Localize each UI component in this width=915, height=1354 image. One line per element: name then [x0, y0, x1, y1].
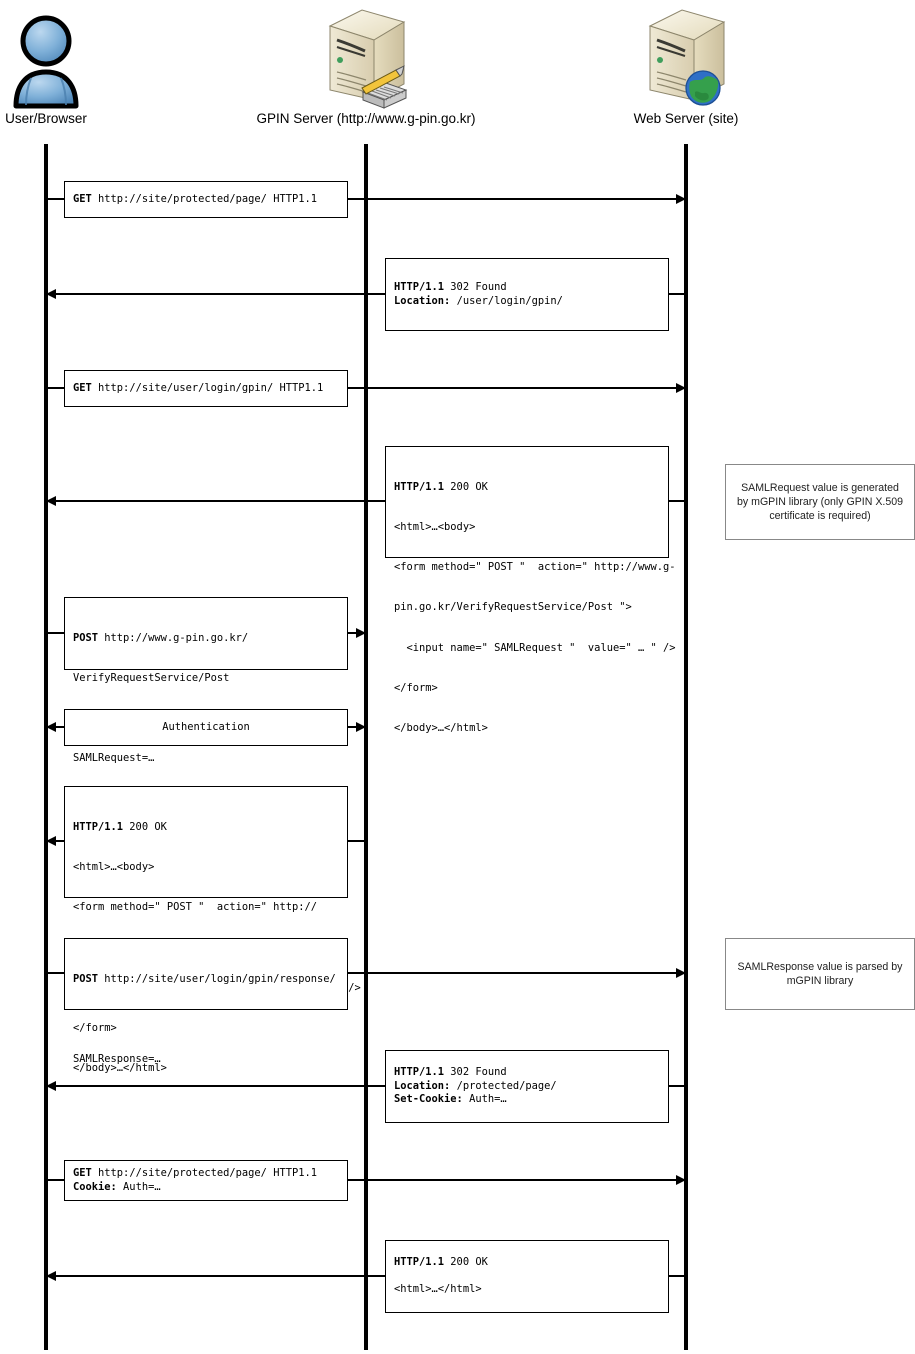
arrowhead-m2 — [46, 289, 56, 299]
msg-bold: GET — [73, 192, 92, 205]
actor-user: User/Browser — [0, 0, 92, 126]
msg-bold: Location: — [394, 294, 451, 307]
arrowhead-m5 — [356, 628, 366, 638]
arrowhead-m3 — [676, 383, 686, 393]
msg-line — [394, 1270, 660, 1283]
msg-bold: GET — [73, 381, 92, 394]
msg-line: pin.go.kr/VerifyRequestService/Post "> — [394, 601, 632, 614]
msg-bold: POST — [73, 972, 99, 985]
user-icon-svg — [13, 15, 79, 109]
msg-bold: HTTP/1.1 — [394, 480, 445, 493]
arrow-m8 — [46, 972, 678, 974]
message-box-m4[interactable]: HTTP/1.1 200 OK <html>…<body> <form meth… — [385, 446, 676, 734]
arrow-m2 — [54, 293, 686, 295]
note-text: SAMLResponse value is parsed by mGPIN li… — [737, 961, 903, 987]
arrow-m3 — [46, 387, 678, 389]
note-text: SAMLRequest value is generated by mGPIN … — [736, 482, 904, 522]
msg-bold: POST — [73, 631, 99, 644]
msg-line: <html>…</html> — [394, 1283, 482, 1296]
actor-web-server: Web Server (site) — [566, 0, 806, 126]
actor-label-gpin-server: GPIN Server (http://www.g-pin.go.kr) — [256, 111, 476, 126]
msg-line: Authentication — [162, 720, 250, 733]
msg-line: <html>…<body> — [394, 521, 476, 534]
message-box-m3[interactable]: GET http://site/user/login/gpin/ HTTP1.1 — [64, 370, 348, 407]
msg-line: SAMLResponse=… — [73, 1053, 161, 1066]
arrow-m1 — [46, 198, 678, 200]
msg-bold: HTTP/1.1 — [73, 820, 124, 833]
arrowhead-m4 — [46, 496, 56, 506]
msg-line: </form> — [394, 681, 438, 694]
msg-line: </form> — [73, 1021, 117, 1034]
msg-line: SAMLRequest=… — [73, 752, 155, 765]
message-box-m9[interactable]: HTTP/1.1 302 Found Location: /protected/… — [385, 1050, 669, 1123]
msg-bold: Set-Cookie: — [394, 1093, 463, 1106]
web-server-icon — [566, 0, 806, 112]
msg-bold: Cookie: — [73, 1180, 117, 1193]
message-box-m7[interactable]: HTTP/1.1 200 OK <html>…<body> <form meth… — [64, 786, 361, 1074]
arrow-m11 — [54, 1275, 686, 1277]
arrow-m4 — [54, 500, 686, 502]
arrow-m10 — [46, 1179, 678, 1181]
arrow-m9 — [54, 1085, 686, 1087]
msg-line: </body>…</html> — [394, 722, 488, 735]
msg-bold: HTTP/1.1 — [394, 1256, 445, 1269]
message-box-m6[interactable]: Authentication — [64, 709, 348, 746]
msg-line: <input name=" SAMLRequest " value=" … " … — [394, 641, 676, 654]
message-box-m8[interactable]: POST http://site/user/login/gpin/respons… — [64, 938, 348, 1065]
lifeline-web-server — [684, 144, 688, 1350]
lifeline-user — [44, 144, 48, 1350]
message-box-m1[interactable]: GET http://site/protected/page/ HTTP1.1 — [64, 181, 348, 218]
msg-bold: HTTP/1.1 — [394, 281, 445, 294]
server-icon — [216, 0, 516, 112]
arrowhead-m10 — [676, 1175, 686, 1185]
msg-bold: Location: — [394, 1079, 451, 1092]
actor-label-web-server: Web Server (site) — [633, 111, 739, 126]
web-server-icon-svg — [648, 9, 726, 106]
message-box-m5[interactable]: POST http://www.g-pin.go.kr/ VerifyReque… — [64, 597, 348, 764]
msg-line: </body>…</html> — [73, 1062, 167, 1075]
arrowhead-m8 — [676, 968, 686, 978]
message-box-m2[interactable]: HTTP/1.1 302 Found Location: /user/login… — [385, 258, 669, 331]
arrowhead-m11 — [46, 1271, 56, 1281]
message-box-m10[interactable]: GET http://site/protected/page/ HTTP1.1 … — [64, 1160, 348, 1201]
actor-label-user: User/Browser — [5, 111, 87, 126]
arrowhead-m6-right — [356, 722, 366, 732]
actor-gpin-server: GPIN Server (http://www.g-pin.go.kr) — [216, 0, 516, 126]
arrowhead-m6-left — [46, 722, 56, 732]
user-icon — [0, 0, 92, 112]
msg-line: <html>…<body> — [73, 861, 155, 874]
server-icon-svg — [328, 9, 408, 109]
globe-icon — [685, 70, 721, 106]
arrowhead-m1 — [676, 194, 686, 204]
notepad-icon — [361, 65, 408, 109]
lifeline-gpin — [364, 144, 368, 1350]
msg-bold: GET — [73, 1167, 92, 1180]
msg-line: <form method=" POST " action=" http:// — [73, 901, 317, 914]
msg-line: GET http://site/protected/page/ HTTP1.1 — [73, 192, 317, 205]
message-box-m11[interactable]: HTTP/1.1 200 OK <html>…</html> — [385, 1240, 669, 1313]
msg-line — [73, 1013, 339, 1026]
msg-line: <form method=" POST " action=" http://ww… — [394, 561, 676, 574]
msg-line: VerifyRequestService/Post — [73, 672, 230, 685]
arrowhead-m7 — [46, 836, 56, 846]
note-samlrequest-generation: SAMLRequest value is generated by mGPIN … — [725, 464, 915, 540]
msg-bold: HTTP/1.1 — [394, 1066, 445, 1079]
note-samlresponse-parsing: SAMLResponse value is parsed by mGPIN li… — [725, 938, 915, 1010]
arrowhead-m9 — [46, 1081, 56, 1091]
